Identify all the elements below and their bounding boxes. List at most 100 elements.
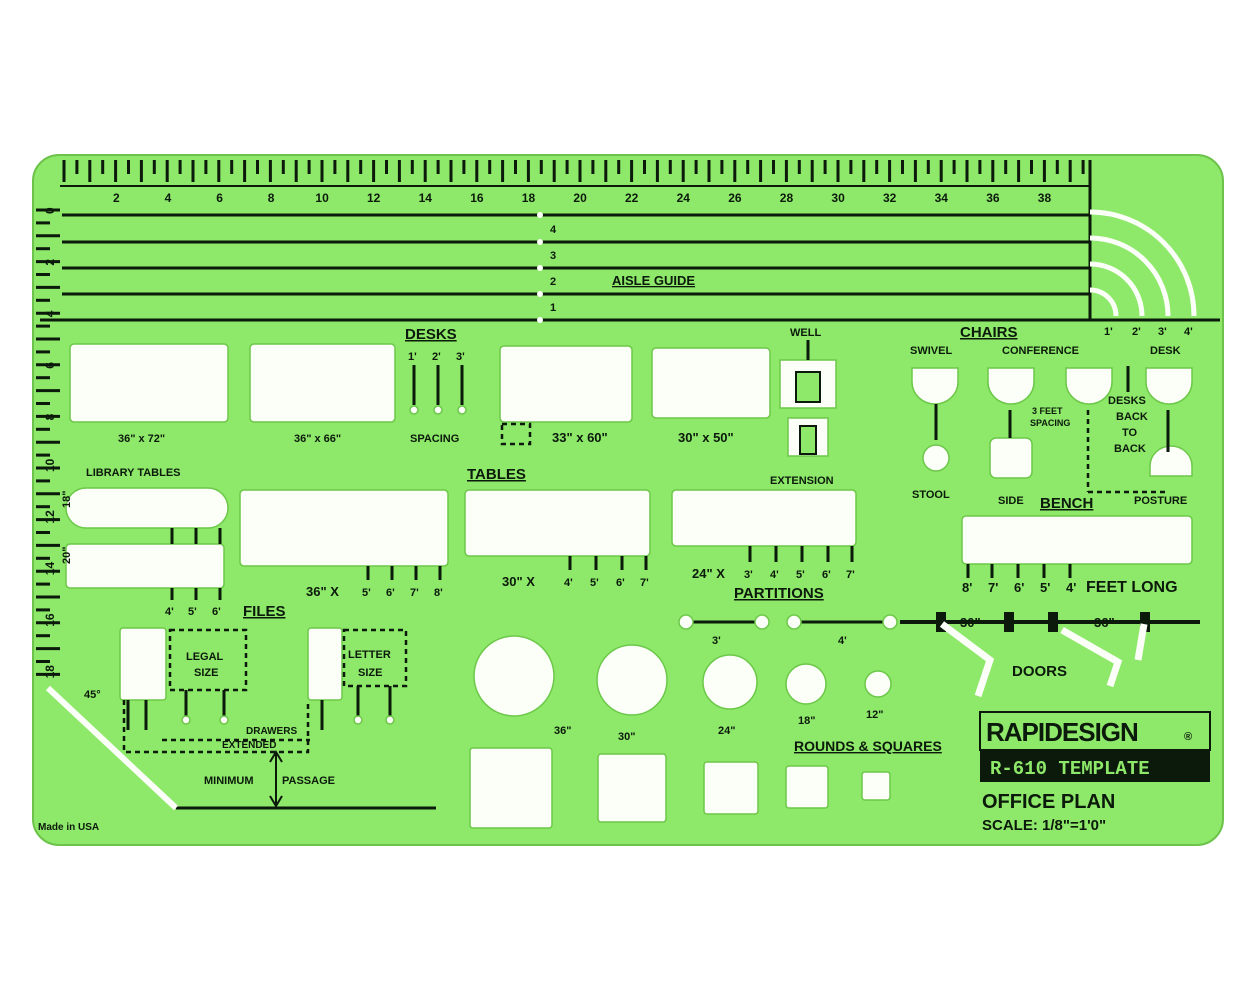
- desk-chair-label: DESK: [1150, 345, 1181, 357]
- partitions-heading: PARTITIONS: [734, 585, 824, 602]
- library-tables-heading: LIBRARY TABLES: [86, 467, 181, 479]
- table-36-mark-5: 5': [362, 587, 371, 599]
- files-heading: FILES: [243, 603, 286, 620]
- letter-label-1: LETTER: [348, 649, 391, 661]
- desks-back-label-4: BACK: [1114, 443, 1146, 455]
- aisle-number-4: 4: [550, 224, 557, 236]
- table-24-mark-7: 7': [846, 569, 855, 581]
- top-ruler-label: 36: [986, 191, 1000, 205]
- desks-heading: DESKS: [405, 326, 457, 343]
- table-30-cutout: [464, 489, 651, 557]
- well-label: WELL: [790, 327, 821, 339]
- template-scale: SCALE: 1/8"=1'0": [982, 817, 1106, 834]
- passage-label: PASSAGE: [282, 775, 335, 787]
- top-ruler-label: 10: [315, 191, 329, 205]
- round-36-label: 36": [554, 725, 571, 737]
- table-24-mark-3: 3': [744, 569, 753, 581]
- desk-36x66-cutout: [249, 343, 396, 423]
- letter-drawer-outline: [342, 628, 408, 688]
- top-ruler-label: 38: [1038, 191, 1052, 205]
- made-in-usa: Made in USA: [38, 822, 99, 833]
- left-ruler-label: 6: [43, 362, 57, 369]
- left-ruler-label: 18: [43, 665, 57, 679]
- chair-shapes: [911, 366, 1193, 494]
- angle-45-slot: [45, 685, 179, 811]
- rounds-squares-heading: ROUNDS & SQUARES: [794, 738, 942, 754]
- extended-label: EXTENDED: [222, 740, 276, 751]
- table-24-mark-4: 4': [770, 569, 779, 581]
- top-ruler-label: 22: [625, 191, 639, 205]
- partition-4-label: 4': [838, 635, 847, 647]
- top-ruler-label: 14: [419, 191, 433, 205]
- aisle-number-3: 3: [550, 250, 556, 262]
- top-ruler-label: 34: [935, 191, 949, 205]
- bench-mark-6: 6': [1014, 580, 1024, 595]
- table-30-prefix: 30" X: [502, 574, 535, 589]
- left-ruler-label: 0: [43, 207, 57, 214]
- bench-ticks: [966, 564, 1072, 578]
- spacing-lines: [412, 365, 464, 405]
- desk-30x50-label: 30" x 50": [678, 430, 734, 445]
- table-36-mark-8: 8': [434, 587, 443, 599]
- top-ruler-label: 4: [165, 191, 172, 205]
- angle-45-label: 45°: [84, 689, 101, 701]
- stool-label: STOOL: [912, 489, 950, 501]
- tables-heading: TABLES: [467, 466, 526, 483]
- top-ruler-label: 26: [728, 191, 742, 205]
- file-letter-cutout: [307, 627, 343, 701]
- bench-cutout: [961, 515, 1193, 565]
- table-24-mark-5: 5': [796, 569, 805, 581]
- doors-heading: DOORS: [1012, 663, 1067, 680]
- round-cutouts: [473, 635, 892, 717]
- round-18-label: 18": [798, 715, 815, 727]
- arc-label-4: 4': [1184, 326, 1193, 338]
- table-30-mark-6: 6': [616, 577, 625, 589]
- feet-long-label: FEET LONG: [1086, 579, 1178, 596]
- left-ruler-label: 14: [43, 562, 57, 576]
- square-cutouts: [469, 747, 891, 829]
- template-title: OFFICE PLAN: [982, 791, 1115, 813]
- aisle-guide-label: AISLE GUIDE: [612, 273, 695, 288]
- aisle-number-1: 1: [550, 302, 556, 314]
- library-mark-6: 6': [212, 606, 221, 618]
- top-ruler-label: 24: [677, 191, 691, 205]
- library-mark-5: 5': [188, 606, 197, 618]
- table-36-ticks: [366, 566, 442, 580]
- desks-back-label-3: TO: [1122, 427, 1138, 439]
- left-ruler: [36, 208, 60, 676]
- chairs-heading: CHAIRS: [960, 324, 1018, 341]
- table-24-ticks: [748, 546, 854, 562]
- library-mark-4: 4': [165, 606, 174, 618]
- left-ruler-label: 4: [43, 310, 57, 317]
- legal-label-1: LEGAL: [186, 651, 224, 663]
- round-30-label: 30": [618, 731, 635, 743]
- top-ruler-label: 2: [113, 191, 120, 205]
- spacing-mark-2: 2': [432, 351, 441, 363]
- brand-registered-mark: ®: [1184, 731, 1192, 743]
- partition-shapes: [678, 614, 898, 630]
- table-36-mark-6: 6': [386, 587, 395, 599]
- well-extension-shape: [779, 340, 837, 457]
- top-ruler-label: 32: [883, 191, 897, 205]
- library-table-18-cutout: [65, 487, 229, 529]
- bench-mark-5: 5': [1040, 580, 1050, 595]
- left-ruler-label: 2: [43, 259, 57, 266]
- top-ruler-label: 6: [216, 191, 223, 205]
- desk-36x72-cutout: [69, 343, 229, 423]
- door-36-label: 36": [1094, 615, 1115, 630]
- model-name: R-610 TEMPLATE: [990, 758, 1150, 780]
- top-ruler-label: 18: [522, 191, 536, 205]
- desk-30x50-cutout: [651, 347, 771, 419]
- spacing-mark-3: 3': [456, 351, 465, 363]
- aisle-arcs: [1089, 209, 1197, 317]
- side-label: SIDE: [998, 495, 1024, 507]
- library-table-20-cutout: [65, 543, 225, 589]
- bench-mark-8: 8': [962, 580, 972, 595]
- table-30-mark-4: 4': [564, 577, 573, 589]
- posture-label: POSTURE: [1134, 495, 1187, 507]
- legal-drawer-outline: [168, 628, 248, 692]
- three-feet-label: 3 FEET: [1032, 406, 1063, 416]
- table-24-cutout: [671, 489, 857, 547]
- desks-back-label-2: BACK: [1116, 411, 1148, 423]
